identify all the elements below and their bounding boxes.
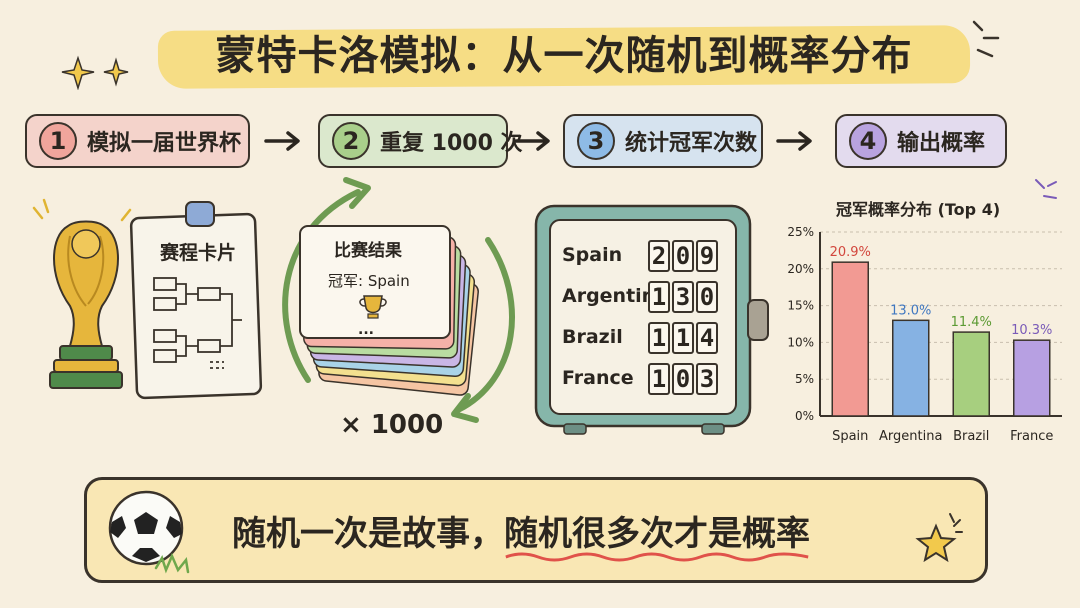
bar-argentina	[892, 319, 930, 417]
arrow-right-icon	[514, 131, 550, 151]
conclusion-part-2-wrap: 随机很多次才是概率	[504, 506, 810, 561]
y-tick-label: 25%	[787, 225, 814, 239]
scoreboard-team-label: Brazil	[562, 326, 623, 348]
repeat-cycle-arrow-icon	[282, 177, 515, 423]
scoreboard-digit: 3	[672, 281, 694, 313]
step-2-label: 重复 1000 次	[380, 131, 523, 156]
result-card-champion: 冠军: Spain	[328, 272, 410, 290]
page-title: 蒙特卡洛模拟：从一次随机到概率分布	[215, 33, 913, 79]
conclusion-part-2: 随机很多次才是概率	[504, 513, 810, 554]
arrow-right-icon	[264, 131, 300, 151]
step-3-number: 3	[577, 122, 615, 160]
x-tick-label: Argentina	[879, 429, 942, 444]
arrow-right-icon	[776, 131, 812, 151]
scoreboard-digit: 2	[648, 240, 670, 272]
scoreboard-digit: 1	[648, 281, 670, 313]
scoreboard-digit: 9	[696, 240, 718, 272]
y-tick-label: 0%	[795, 409, 814, 423]
scoreboard-digit: 0	[696, 281, 718, 313]
conclusion-part-1: 随机一次是故事，	[232, 513, 504, 554]
chart-title: 冠军概率分布 (Top 4)	[836, 200, 1001, 219]
step-4-number: 4	[849, 122, 887, 160]
repeat-count-label: × 1000	[340, 410, 444, 440]
step-2: 2 重复 1000 次	[318, 114, 523, 168]
x-tick-label: Brazil	[953, 429, 989, 444]
scoreboard-team-label: Argentina	[562, 285, 669, 307]
emphasis-lines-icon	[1035, 179, 1057, 199]
x-tick-label: France	[1010, 429, 1053, 444]
y-tick-label: 10%	[787, 335, 814, 349]
result-card-title: 比赛结果	[334, 241, 402, 261]
y-tick-label: 15%	[787, 299, 814, 313]
scoreboard-digit: 0	[672, 240, 694, 272]
step-1-number: 1	[39, 122, 77, 160]
scoreboard-digit: 4	[696, 322, 718, 354]
scoreboard-digit: 3	[696, 363, 718, 395]
wavy-underline	[505, 552, 809, 561]
scoreboard-digit: 1	[648, 322, 670, 354]
result-card-ellipsis: ...	[358, 322, 374, 338]
scoreboard-digit: 1	[672, 322, 694, 354]
step-1: 1 模拟一届世界杯	[25, 114, 250, 168]
bar-brazil	[952, 331, 990, 417]
scoreboard-machine	[534, 204, 769, 435]
conclusion-banner	[84, 477, 988, 583]
step-2-number: 2	[332, 122, 370, 160]
conclusion-text: 随机一次是故事， 随机很多次才是概率	[232, 500, 810, 561]
x-tick-label: Spain	[832, 429, 868, 444]
clipboard-label: 赛程卡片	[160, 242, 237, 264]
step-4-label: 输出概率	[897, 131, 986, 156]
trophy-icon	[32, 198, 132, 389]
bar-value-label: 20.9%	[830, 245, 871, 260]
scoreboard-digit: 0	[672, 363, 694, 395]
scoreboard-team-label: France	[562, 367, 634, 389]
step-1-label: 模拟一届世界杯	[87, 131, 242, 156]
bar-value-label: 10.3%	[1011, 323, 1052, 338]
star-icon	[915, 513, 963, 563]
step-4: 4 输出概率	[835, 114, 1007, 168]
emphasis-lines-icon	[972, 20, 1000, 58]
y-tick-label: 20%	[787, 262, 814, 276]
bar-value-label: 13.0%	[890, 303, 931, 318]
card-stack	[299, 225, 479, 396]
y-tick-label: 5%	[795, 372, 814, 386]
probability-bar-chart: 0% 5% 10% 15% 20% 25% 20.9% Spain 13.0% Argentina…	[787, 225, 1062, 444]
bar-value-label: 11.4%	[951, 315, 992, 330]
step-3-label: 统计冠军次数	[625, 131, 758, 156]
soccer-ball-icon	[108, 490, 190, 574]
bar-spain	[831, 261, 869, 417]
bar-france	[1013, 339, 1051, 417]
clipboard-icon	[129, 201, 263, 400]
scoreboard-digit: 1	[648, 363, 670, 395]
step-3: 3 统计冠军次数	[563, 114, 763, 168]
scoreboard-team-label: Spain	[562, 244, 623, 266]
sparkle-icon	[61, 55, 129, 90]
